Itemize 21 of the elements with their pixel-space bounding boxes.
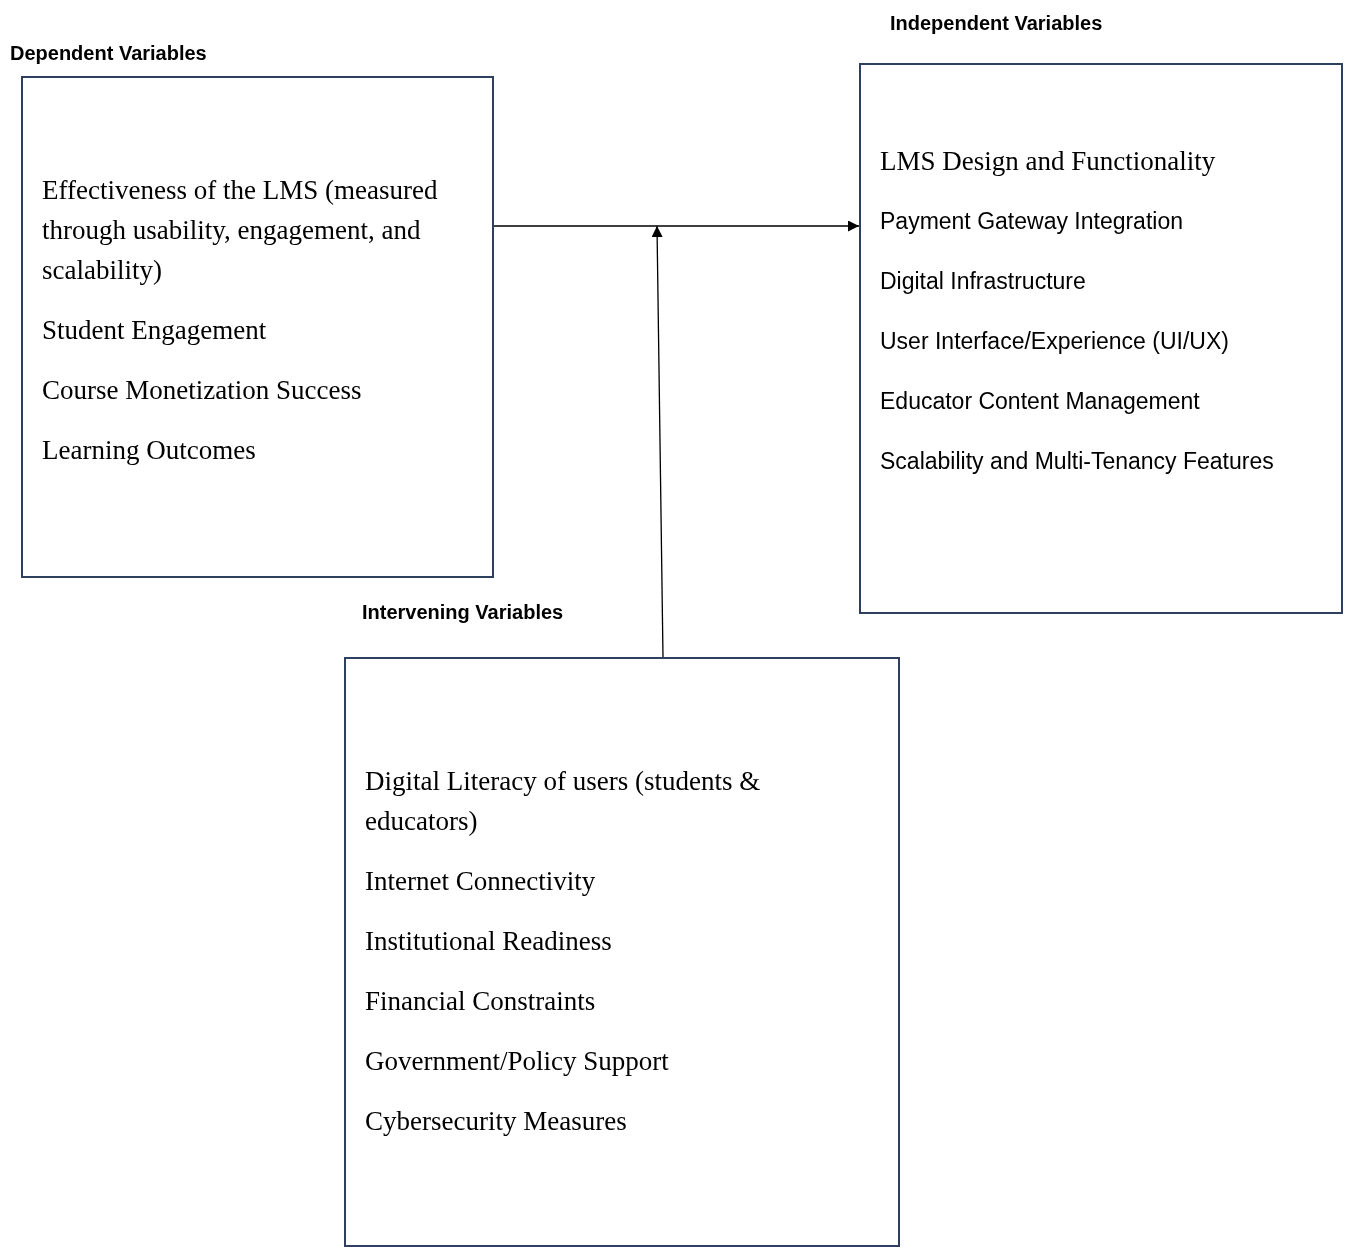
variable-text: Digital Literacy of users (students & educators) — [365, 765, 762, 838]
variable-text: Digital Infrastructure — [880, 267, 1087, 296]
variable-text: Effectiveness of the LMS (measured through usability, engagement, and scalability) — [42, 174, 439, 287]
variable-text: User Interface/Experience (UI/UX) — [880, 327, 1230, 356]
variable-text: Learning Outcomes — [42, 434, 257, 467]
variable-text: Institutional Readiness — [365, 925, 613, 958]
variable-text: Financial Constraints — [365, 985, 597, 1018]
variable-text: Cybersecurity Measures — [365, 1105, 628, 1138]
arrow — [493, 220, 860, 232]
variable-text: Educator Content Management — [880, 387, 1201, 416]
variable-text: Payment Gateway Integration — [880, 207, 1184, 236]
box-heading: Independent Variables — [890, 11, 1103, 36]
variable-text: Student Engagement — [42, 314, 268, 347]
variable-text: Course Monetization Success — [42, 374, 363, 407]
variable-text: Scalability and Multi-Tenancy Features — [880, 447, 1275, 476]
variable-text: Government/Policy Support — [365, 1045, 670, 1078]
arrow — [651, 225, 664, 658]
variable-text: LMS Design and Functionality — [880, 145, 1217, 178]
box-heading: Dependent Variables — [10, 41, 207, 66]
variable-text: Internet Connectivity — [365, 865, 597, 898]
box-heading: Intervening Variables — [362, 600, 564, 625]
